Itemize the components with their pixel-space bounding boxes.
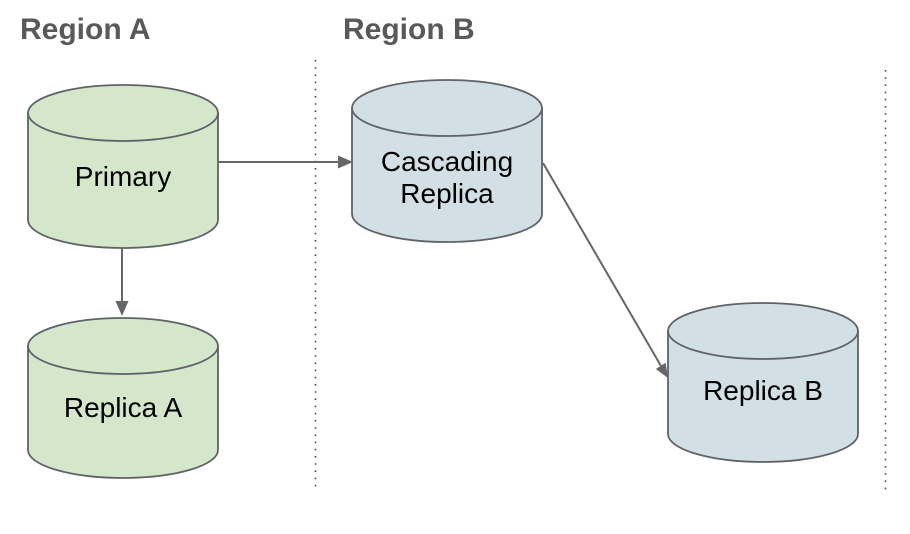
cylinder-body [351,107,543,243]
node-cascading-replica-label-line2: Replica [400,178,494,209]
arrow-primary-to-replica-a [115,248,129,316]
arrowhead-icon [115,301,129,316]
node-cascading-replica-cylinder [351,79,543,243]
node-primary-label: Primary [74,161,172,192]
cylinder-top [27,84,219,142]
node-replica-a-cylinder [27,317,219,479]
arrow-shaft [542,162,662,367]
cylinder-top [667,302,859,360]
arrowhead-icon [338,155,353,169]
node-cascading-replica-label-line1: Cascading [380,146,514,177]
cylinder-body [27,345,219,479]
cylinder-body [667,330,859,463]
arrow-cascading-to-replica-b [542,162,668,378]
region-a-title: Region A [20,13,151,46]
node-replica-b-label: Replica B [703,375,823,406]
node-primary-cylinder [27,84,219,249]
arrowhead-icon [655,362,668,378]
arrow-primary-to-cascading [218,155,353,169]
node-replica-b-cylinder [667,302,859,463]
cylinder-body [27,112,219,249]
node-replica-a-label: Replica A [63,392,183,423]
cylinder-top [27,317,219,375]
cylinder-top [351,79,543,137]
node-cascading-replica-label: Cascading Replica [352,146,542,210]
region-b-title: Region B [343,13,475,46]
